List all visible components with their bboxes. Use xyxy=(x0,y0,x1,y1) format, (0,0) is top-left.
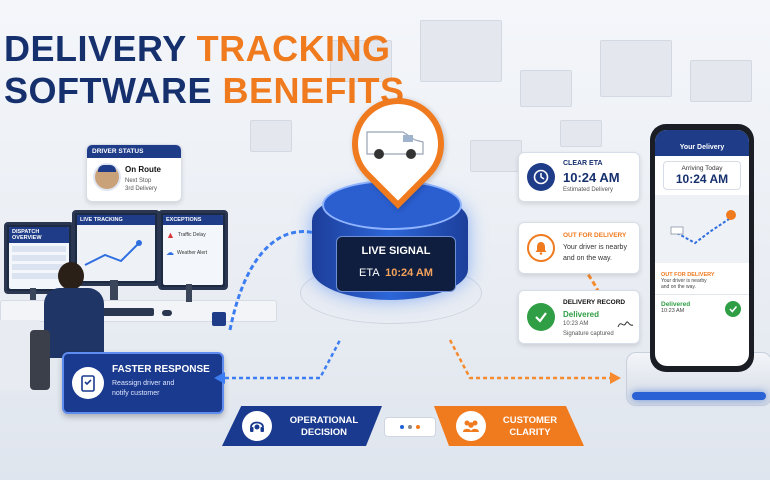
phone-map xyxy=(655,195,749,263)
driver-avatar xyxy=(93,163,121,191)
phone-header: Your Delivery xyxy=(655,130,749,156)
clipboard-icon xyxy=(72,367,104,399)
phone-check-icon xyxy=(725,301,741,317)
customers-icon xyxy=(456,411,486,441)
headset-icon xyxy=(242,411,272,441)
hub-eta-time: 10:24 AM xyxy=(385,267,433,279)
cloud-icon: ☁ xyxy=(166,248,174,257)
customer-text-1: CUSTOMER xyxy=(502,415,558,426)
hub-eta: ETA 10:24 AM xyxy=(337,267,455,279)
faster-response-line1: Reassign driver and xyxy=(112,380,175,387)
delivery-record-card: DELIVERY RECORD Delivered 10:23 AM Signa… xyxy=(518,290,640,344)
live-signal-panel: LIVE SIGNAL ETA 10:24 AM xyxy=(336,236,456,292)
monitor-live-tracking: LIVE TRACKING xyxy=(72,210,160,286)
page-title: DELIVERY TRACKING SOFTWARE BENEFITS xyxy=(4,28,405,112)
keyboard xyxy=(96,308,154,316)
out-for-delivery-card: OUT FOR DELIVERY Your driver is nearby a… xyxy=(518,222,640,274)
out-for-delivery-line2: and on the way. xyxy=(563,255,612,262)
bell-icon xyxy=(527,234,555,262)
delivery-record-sig: Signature captured xyxy=(563,331,614,337)
check-icon xyxy=(527,303,555,331)
delivery-record-title: DELIVERY RECORD xyxy=(563,299,626,306)
title-word-software: SOFTWARE xyxy=(4,70,212,111)
live-signal-label: LIVE SIGNAL xyxy=(361,245,431,257)
clear-eta-card: CLEAR ETA 10:24 AM Estimated Delivery xyxy=(518,152,640,202)
operational-decision-pill: OPERATIONAL DECISION xyxy=(222,406,382,446)
clear-eta-time: 10:24 AM xyxy=(563,170,620,185)
phone-delivered: Delivered xyxy=(661,301,691,308)
driver-status-card: DRIVER STATUS On Route Next Stop 3rd Del… xyxy=(86,144,182,202)
title-word-delivery: DELIVERY xyxy=(4,28,187,69)
phone-delivered-time: 10:23 AM xyxy=(661,308,685,314)
delivery-record-status: Delivered xyxy=(563,310,600,319)
operational-text-2: DECISION xyxy=(301,427,347,438)
title-word-tracking: TRACKING xyxy=(196,28,391,69)
clear-eta-sub: Estimated Delivery xyxy=(563,187,614,193)
phone-time: 10:24 AM xyxy=(675,172,729,186)
next-stop-value: 3rd Delivery xyxy=(125,186,158,192)
clear-eta-title: CLEAR ETA xyxy=(563,160,603,167)
mouse xyxy=(162,310,172,316)
operational-text-1: OPERATIONAL xyxy=(289,415,359,426)
faster-response-card: FASTER RESPONSE Reassign driver and noti… xyxy=(62,352,224,414)
phone-arriving: Arriving Today xyxy=(681,165,723,172)
exception-traffic: Traffic Delay xyxy=(177,232,206,238)
signature-icon xyxy=(617,321,634,328)
warning-icon: ▲ xyxy=(166,230,175,240)
exception-weather: Weather Alert xyxy=(177,249,208,256)
live-tracking-map xyxy=(84,240,142,266)
monitor-dispatch-overview: DISPATCH OVERVIEW xyxy=(4,222,74,294)
out-for-delivery-line1: Your driver is nearby xyxy=(563,244,627,251)
driver-status-header: DRIVER STATUS xyxy=(87,145,181,158)
customer-clarity-pill: CUSTOMER CLARITY xyxy=(434,406,584,446)
smartphone: Your Delivery Arriving Today 10:24 AM OU… xyxy=(650,124,754,372)
faster-response-line2: notify customer xyxy=(112,390,160,397)
live-tracking-title: LIVE TRACKING xyxy=(77,215,155,225)
delivery-van-icon xyxy=(363,126,427,159)
coffee-mug xyxy=(212,312,226,326)
next-stop-label: Next Stop xyxy=(125,178,152,184)
monitor-exceptions: EXCEPTIONS ▲ Traffic Delay ☁ Weather Ale… xyxy=(158,210,228,290)
exceptions-title: EXCEPTIONS xyxy=(163,215,223,225)
driver-status-value: On Route xyxy=(125,165,161,174)
faster-response-title: FASTER RESPONSE xyxy=(112,364,210,375)
phone-out-line1: Your driver is nearby xyxy=(661,278,707,284)
delivery-record-time: 10:23 AM xyxy=(563,321,589,327)
customer-text-2: CLARITY xyxy=(509,427,551,438)
clock-icon xyxy=(527,163,555,191)
phone-out-line2: and on the way. xyxy=(661,284,696,290)
dispatch-overview-title: DISPATCH OVERVIEW xyxy=(9,227,69,243)
out-for-delivery-title: OUT FOR DELIVERY xyxy=(563,232,627,239)
connector-dots xyxy=(384,417,436,437)
phone-out-title: OUT FOR DELIVERY xyxy=(661,272,715,278)
hub-eta-label: ETA xyxy=(359,267,380,279)
